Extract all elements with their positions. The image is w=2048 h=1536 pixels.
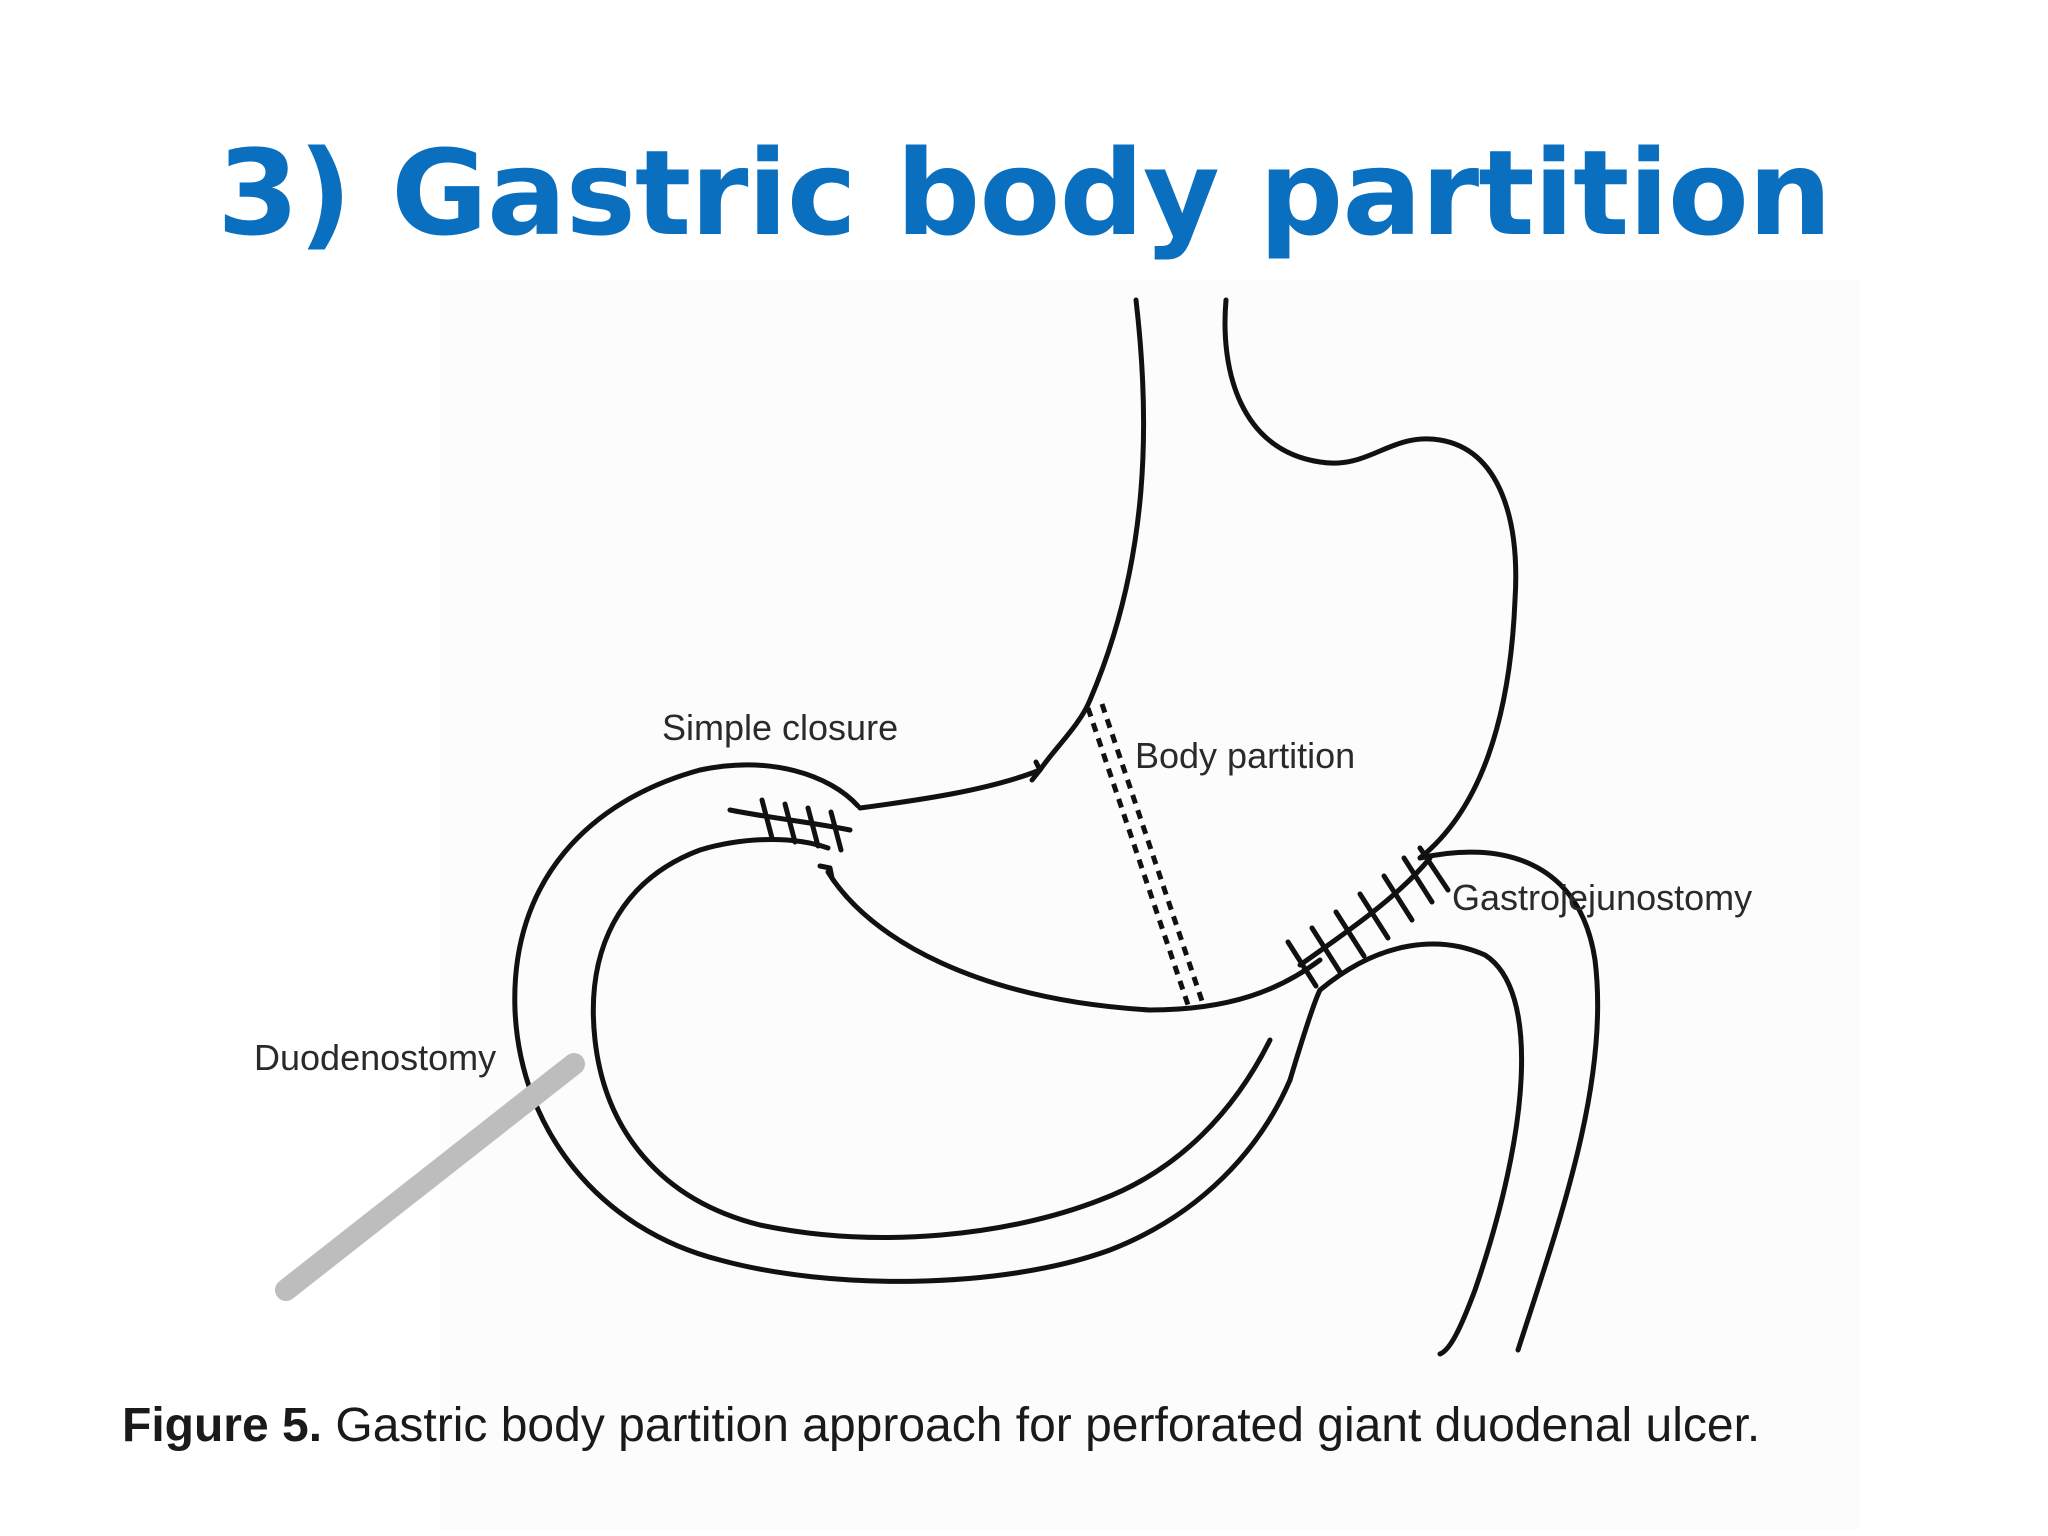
figure-caption-label: Figure 5. bbox=[122, 1399, 323, 1452]
jejunum-inner-line bbox=[1317, 941, 1525, 1357]
duodenostomy-label: Duodenostomy bbox=[254, 1037, 496, 1078]
greater-curvature-line bbox=[1222, 297, 1519, 861]
duodenum-inner-line bbox=[590, 837, 1273, 1240]
figure-caption-text: Gastric body partition approach for perf… bbox=[322, 1399, 1761, 1452]
body-partition-staple-line bbox=[1085, 703, 1205, 1006]
figure-background bbox=[440, 280, 1860, 1530]
body-partition-label: Body partition bbox=[1135, 735, 1355, 776]
jejunum-outer-line bbox=[1417, 849, 1601, 1353]
lower-stomach-line bbox=[825, 869, 1323, 1013]
arrow-head-lower bbox=[817, 863, 835, 881]
simple-closure-label: Simple closure bbox=[662, 707, 898, 748]
lesser-curvature-line bbox=[1037, 297, 1147, 773]
lesser-curvature-lower-line bbox=[857, 767, 1043, 811]
slide-title: 3) Gastric body partition bbox=[217, 124, 1832, 262]
gastrojejunostomy-label: Gastrojejunostomy bbox=[1452, 877, 1752, 918]
figure-caption: Figure 5. Gastric body partition approac… bbox=[122, 1398, 1760, 1453]
gastrojejunostomy-sutures bbox=[1285, 845, 1451, 989]
duodenostomy-tube bbox=[275, 1053, 585, 1301]
duodenum-outer-line bbox=[512, 762, 1293, 1284]
simple-closure-sutures bbox=[727, 797, 853, 853]
arrow-head-upper bbox=[1029, 759, 1043, 783]
anastomosis-join-line bbox=[1287, 987, 1323, 1083]
